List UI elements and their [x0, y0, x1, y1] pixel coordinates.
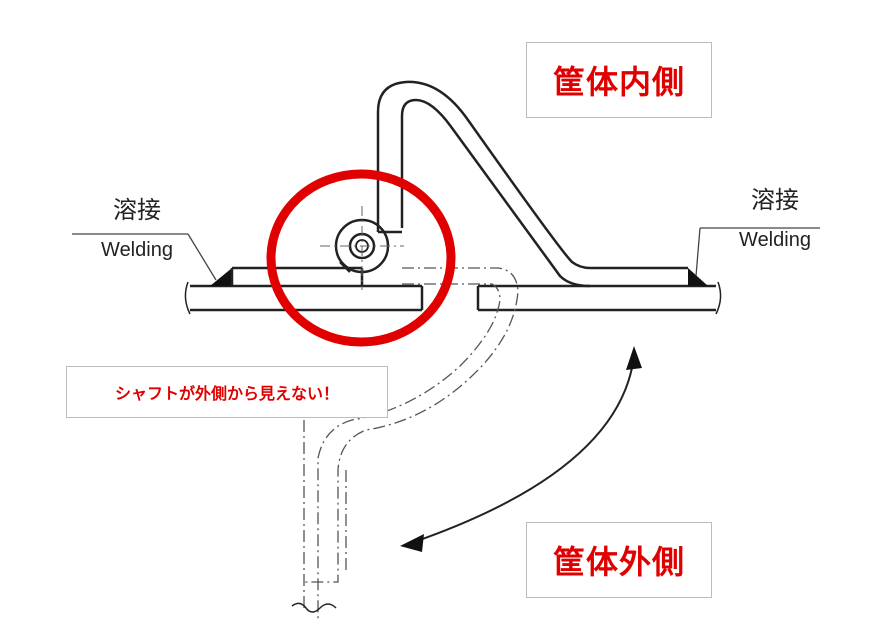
welding-label-left-en: Welding: [101, 239, 173, 261]
weld-bead-right: [688, 268, 708, 286]
inside-label-box: 筐体内側: [526, 42, 712, 118]
hinge-leaf-left: [230, 266, 364, 286]
welding-label-right-en: Welding: [739, 229, 811, 251]
welding-label-right-jp: 溶接: [751, 186, 799, 214]
base-plate-left: [184, 281, 424, 315]
hinge-open-position: [303, 267, 519, 620]
welding-leaders: [72, 227, 820, 281]
welding-label-left-jp: 溶接: [113, 196, 161, 224]
inside-label: 筐体内側: [552, 63, 685, 101]
base-plate-right: [476, 281, 722, 315]
outside-label-box: 筐体外側: [526, 522, 712, 598]
outside-label: 筐体外側: [552, 543, 685, 581]
centerlines: [320, 206, 404, 290]
break-line: [291, 602, 337, 613]
welding-label-left: 溶接 Welding: [82, 198, 192, 260]
rotation-arrow: [413, 355, 635, 543]
weld-bead-left: [210, 268, 232, 286]
welding-label-right: 溶接 Welding: [720, 188, 830, 250]
arrow-head-top-icon: [626, 346, 642, 370]
note-label: シャフトが外側から見えない！: [114, 384, 339, 403]
highlight-circle: [266, 169, 456, 347]
hinge-arm: [376, 80, 688, 288]
note-label-box: シャフトが外側から見えない！: [66, 366, 388, 418]
arrow-head-bottom-icon: [400, 534, 424, 552]
